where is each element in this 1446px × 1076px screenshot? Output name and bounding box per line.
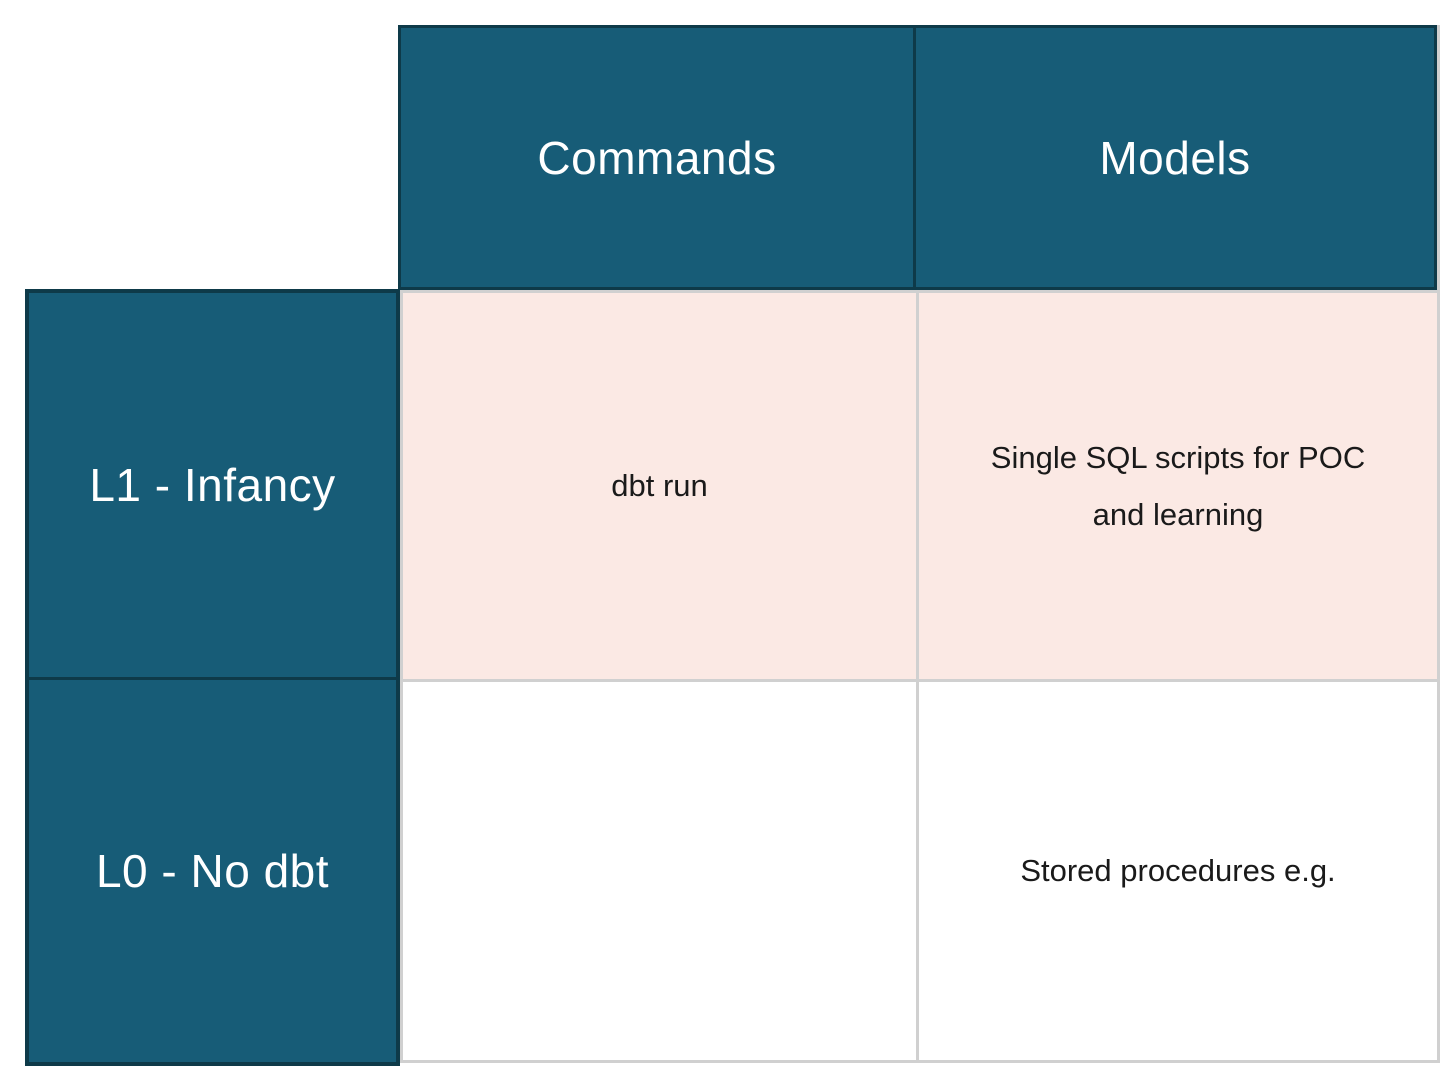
column-header-commands: Commands — [401, 28, 913, 287]
cell-l1-models: Single SQL scripts for POC and learning — [919, 293, 1437, 679]
column-header-models: Models — [916, 28, 1434, 287]
cell-l1-commands: dbt run — [403, 293, 916, 679]
row-header-column: L1 - Infancy L0 - No dbt — [25, 289, 400, 1066]
cell-l0-models: Stored procedures e.g. — [919, 682, 1437, 1060]
row-header-l0-no-dbt: L0 - No dbt — [29, 680, 396, 1062]
table-body: dbt run Single SQL scripts for POC and l… — [400, 290, 1440, 1063]
cell-l0-commands — [403, 682, 916, 1060]
row-header-l1-infancy: L1 - Infancy — [29, 293, 396, 677]
column-header-row: Commands Models — [398, 25, 1440, 290]
